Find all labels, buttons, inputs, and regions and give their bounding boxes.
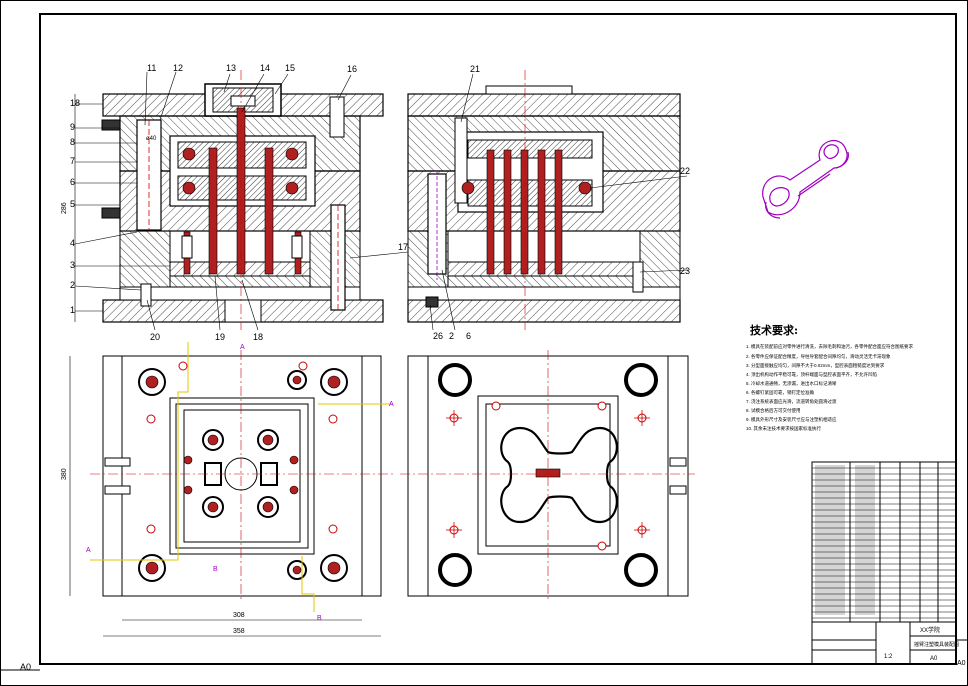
part-label-2b: 2 (449, 331, 454, 341)
part-label-6b: 6 (466, 331, 471, 341)
tech-req-line-9: 9. 模具外形尺寸及安装尺寸应与注塑机相适应 (746, 416, 837, 423)
part-label-18a: 18 (70, 98, 80, 108)
cores-left (183, 429, 299, 518)
front-section-view: 286 ø40 (61, 70, 384, 330)
part-label-22: 22 (680, 166, 690, 176)
tech-req-line-10: 10. 其余未注技术要求按国家标准执行 (746, 425, 822, 432)
side-section-view (407, 70, 681, 330)
title-block-school: XX学院 (920, 626, 940, 634)
part-label-26: 26 (433, 331, 443, 341)
dim-width-outer-label: 358 (233, 628, 245, 635)
part-label-21: 21 (470, 64, 480, 74)
title-block-sheet: A0 (930, 656, 938, 662)
side-part-callouts: 21 22 23 17 26 2 6 (349, 64, 690, 341)
cavity-outline (500, 426, 618, 524)
part-label-2: 2 (70, 280, 75, 290)
tech-requirements-title: 技术要求: (750, 323, 798, 337)
part-isometric-view (762, 139, 849, 219)
section-mark-b2: B (213, 566, 218, 573)
plan-view-moving-half: 380 308 358 A A A B B (61, 342, 395, 637)
part-label-14: 14 (260, 63, 270, 73)
tech-req-line-3: 3. 分型面接触应均匀，间隙不大于0.02mm，型腔表面粗糙度达到要求 (746, 362, 885, 369)
part-label-16: 16 (347, 64, 357, 74)
guide-bushes-right (438, 363, 658, 587)
dim-cavity-label: ø40 (146, 136, 157, 142)
part-label-12: 12 (173, 63, 183, 73)
part-label-23: 23 (680, 266, 690, 276)
part-label-1: 1 (70, 305, 75, 315)
part-label-9: 9 (70, 122, 75, 132)
section-mark-a2: A (389, 401, 394, 408)
frame-corner-label-left: A0 (20, 662, 31, 672)
plan-view-fixed-half (400, 350, 695, 600)
part-label-7: 7 (70, 156, 75, 166)
tech-req-line-6: 6. 各螺钉紧固可靠，销钉定位准确 (746, 389, 815, 396)
tech-req-line-5: 5. 冷却水道通畅，无渗漏，进出水口标记清晰 (746, 380, 837, 387)
part-label-3: 3 (70, 260, 75, 270)
tech-req-line-2: 2. 各零件应保证配合精度，导柱导套配合间隙均匀，滑动灵活无卡滞现象 (746, 353, 891, 360)
part-label-4: 4 (70, 238, 75, 248)
part-label-15: 15 (285, 63, 295, 73)
frame-corner-label-right: A0 (957, 660, 966, 667)
guide-bushes-left (138, 368, 348, 582)
dim-height-label: 286 (61, 202, 68, 214)
tech-req-line-4: 4. 顶出机构动作平稳可靠，顶杆端面与型腔表面平齐，不允许凹陷 (746, 371, 878, 378)
part-label-20: 20 (150, 332, 160, 342)
tech-req-line-1: 1. 模具在装配前应对零件进行清洗，去除毛刺和油污，各零件配合面应符合图纸要求 (746, 343, 914, 350)
part-label-6: 6 (70, 177, 75, 187)
bill-of-materials (811, 461, 957, 623)
title-block-drawing-name: 摇臂注塑模具装配图 (914, 641, 959, 648)
title-block: XX学院 摇臂注塑模具装配图 1:2 A0 (811, 621, 959, 665)
part-label-11: 11 (147, 63, 156, 73)
part-label-13: 13 (226, 63, 236, 73)
dim-plan-height-label: 380 (61, 468, 68, 480)
section-mark-a1: A (240, 344, 245, 351)
tech-requirements: 技术要求: 1. 模具在装配前应对零件进行清洗，去除毛刺和油污，各零件配合面应符… (746, 323, 914, 432)
dim-width-inner-label: 308 (233, 612, 245, 619)
ejector-pins-side (486, 149, 563, 275)
tech-req-line-7: 7. 浇注系统表面应光滑，流道转角处圆滑过渡 (746, 398, 837, 405)
part-label-8: 8 (70, 137, 75, 147)
part-label-17: 17 (398, 242, 408, 252)
part-label-19: 19 (215, 332, 225, 342)
tech-req-line-8: 8. 试模合格后方可交付使用 (746, 407, 801, 414)
part-label-18b: 18 (253, 332, 263, 342)
title-block-scale: 1:2 (884, 654, 893, 660)
front-part-callouts: 18 9 8 7 6 5 4 3 2 1 11 12 13 14 15 16 2… (70, 63, 357, 342)
section-mark-a3: A (86, 547, 91, 554)
part-label-5: 5 (70, 199, 75, 209)
section-mark-b1: B (317, 615, 322, 622)
